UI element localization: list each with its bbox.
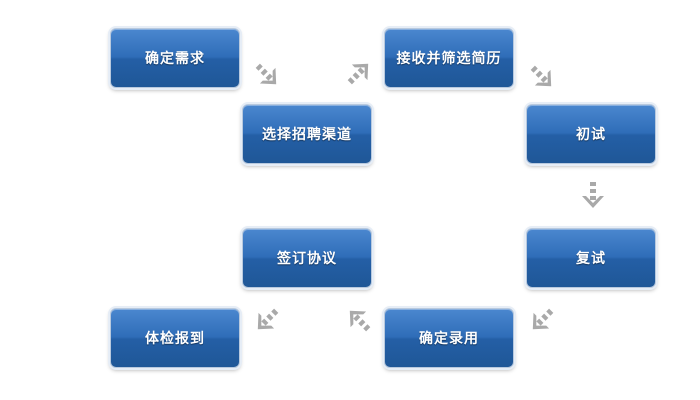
arrow-down-right-icon — [527, 62, 557, 92]
step-select-recruitment-channel: 选择招聘渠道 — [242, 104, 372, 164]
step-confirm-requirements: 确定需求 — [110, 28, 240, 88]
step-label: 复试 — [576, 251, 606, 267]
arrow-up-left-icon — [344, 305, 374, 335]
arrow-down-left-icon — [527, 305, 557, 335]
step-medical-check-onboard: 体检报到 — [110, 308, 240, 368]
arrow-down-left-icon — [252, 305, 282, 335]
arrow-up-right-icon — [344, 58, 374, 88]
arrow-down-right-icon — [252, 60, 282, 90]
step-label: 体检报到 — [145, 331, 205, 347]
arrow-down-icon — [578, 180, 608, 210]
step-sign-agreement: 签订协议 — [242, 228, 372, 288]
step-first-interview: 初试 — [526, 104, 656, 164]
step-receive-screen-resumes: 接收并筛选简历 — [384, 28, 514, 88]
step-label: 初试 — [576, 127, 606, 143]
step-label: 确定需求 — [145, 51, 205, 67]
step-label: 签订协议 — [277, 251, 337, 267]
step-label: 接收并筛选简历 — [396, 51, 502, 67]
step-second-interview: 复试 — [526, 228, 656, 288]
step-confirm-hire: 确定录用 — [384, 308, 514, 368]
step-label: 确定录用 — [419, 331, 479, 347]
step-label: 选择招聘渠道 — [262, 127, 352, 143]
